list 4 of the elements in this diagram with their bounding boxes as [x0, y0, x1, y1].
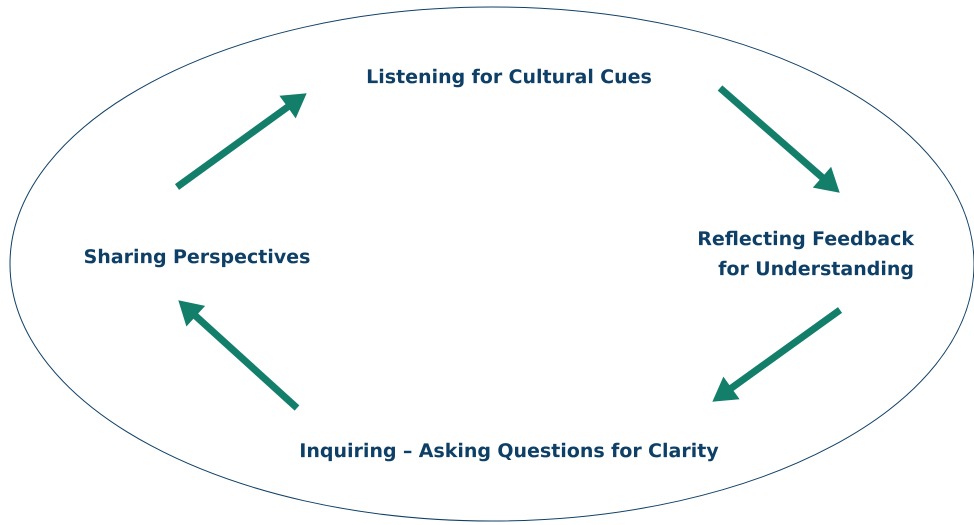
- step-label: Listening for Cultural Cues: [368, 68, 651, 88]
- step-label: Reflecting Feedback for Understanding: [699, 230, 914, 280]
- step-label: Inquiring – Asking Questions for Clarity: [301, 442, 718, 462]
- step-label: Sharing Perspectives: [84, 248, 310, 268]
